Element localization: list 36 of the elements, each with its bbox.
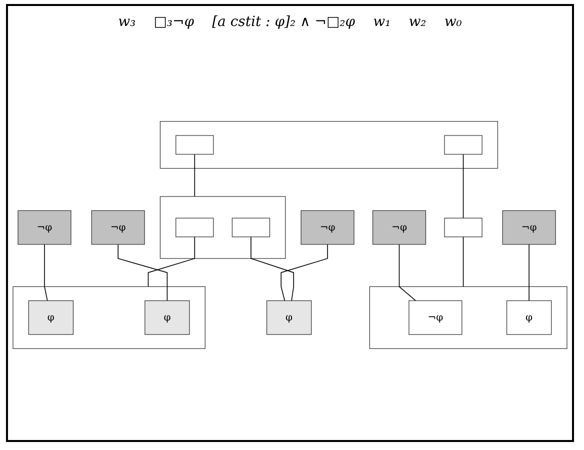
connector bbox=[462, 236, 464, 288]
formula-label: □₃¬φ bbox=[154, 14, 194, 30]
node-box bbox=[18, 210, 72, 245]
node-box bbox=[176, 218, 214, 238]
connector bbox=[528, 244, 530, 302]
connector bbox=[118, 244, 168, 302]
connector bbox=[462, 154, 464, 218]
cluster bbox=[160, 196, 286, 259]
formula-label: w₀ bbox=[444, 14, 462, 30]
formula-label: [a cstit : φ]₂ ∧ ¬□₂φ bbox=[212, 14, 356, 30]
node-box bbox=[232, 218, 270, 238]
connector bbox=[44, 244, 48, 302]
node-box bbox=[266, 300, 312, 335]
node-box bbox=[444, 135, 482, 155]
node-box bbox=[408, 300, 462, 335]
node-box bbox=[372, 210, 426, 245]
node-box bbox=[176, 135, 214, 155]
formula-label: w₁ bbox=[373, 14, 391, 30]
connector bbox=[148, 236, 196, 288]
connector bbox=[250, 236, 294, 302]
connector bbox=[398, 244, 416, 302]
node-box bbox=[444, 218, 482, 238]
node-box bbox=[502, 210, 556, 245]
node-box bbox=[300, 210, 354, 245]
node-box bbox=[144, 300, 190, 335]
connector bbox=[280, 244, 328, 302]
cluster bbox=[160, 121, 498, 169]
node-box bbox=[506, 300, 552, 335]
connector bbox=[194, 154, 196, 197]
cluster bbox=[12, 286, 206, 349]
node-box bbox=[91, 210, 145, 245]
formula-label: w₃ bbox=[118, 14, 136, 30]
node-box bbox=[28, 300, 74, 335]
formula-label: w₂ bbox=[408, 14, 426, 30]
cluster bbox=[369, 286, 568, 349]
diagram-frame: w₃ □₃¬φ [a cstit : φ]₂ ∧ ¬□₂φ w₁ w₂ w₀ ¬φ ¬φ ¬φ ¬φ ¬φ φ φ φ ¬φ φ bbox=[6, 4, 574, 442]
